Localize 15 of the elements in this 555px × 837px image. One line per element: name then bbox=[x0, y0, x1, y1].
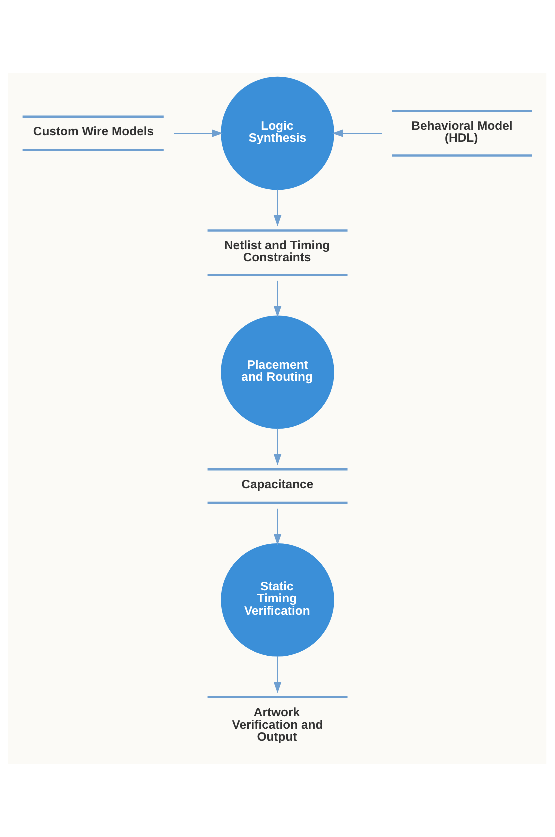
node-text: Artwork Verification and Output bbox=[232, 706, 324, 744]
arrow bbox=[274, 280, 282, 318]
arrow bbox=[332, 130, 382, 138]
node-text: Netlist and Timing Constraints bbox=[224, 238, 330, 265]
node-circle: Placement and Routing bbox=[221, 316, 334, 430]
node-circle: Static Timing Verification bbox=[221, 543, 334, 657]
arrow bbox=[274, 190, 282, 227]
node-text: Behavioral Model (HDL) bbox=[412, 118, 513, 146]
node-text: Custom Wire Models bbox=[33, 124, 154, 139]
node-circle: Logic Synthesis bbox=[221, 76, 334, 190]
arrow bbox=[274, 656, 282, 694]
arrow bbox=[274, 508, 282, 546]
node-text: Capacitance bbox=[242, 477, 314, 492]
arrow bbox=[174, 130, 224, 138]
arrow bbox=[274, 428, 282, 466]
